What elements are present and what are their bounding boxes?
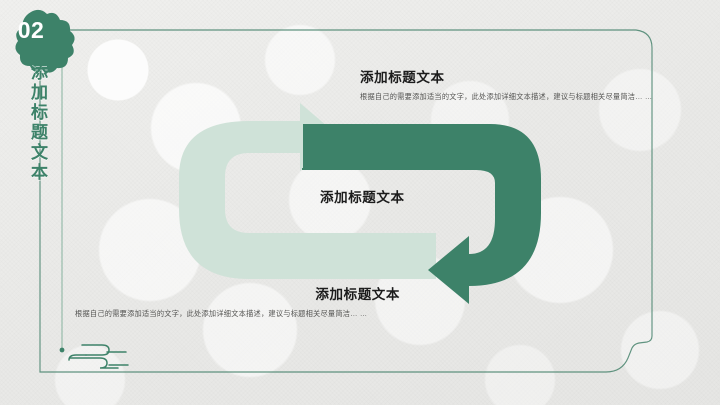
arrow-light-u-turn xyxy=(179,103,436,279)
badge-blob-shape xyxy=(15,9,75,73)
center-heading: 添加标题文本 xyxy=(320,190,405,205)
rule-dot-bottom xyxy=(59,347,65,353)
top-body: 根据自己的需要添加适当的文字，此处添加详细文本描述，建议与标题相关尽量简洁… … xyxy=(360,92,653,102)
serpentine-ornament xyxy=(68,344,129,369)
section-badge xyxy=(15,9,75,73)
arrow-dark-u-turn xyxy=(302,124,541,304)
text-block-bottom: 添加标题文本 根据自己的需要添加适当的文字，此处添加详细文本描述，建议与标题相关… xyxy=(75,287,460,320)
top-heading: 添加标题文本 xyxy=(360,70,445,85)
bottom-body: 根据自己的需要添加适当的文字，此处添加详细文本描述，建议与标题相关尽量简洁… … xyxy=(75,309,368,319)
side-vertical-title: 添加标题文本 xyxy=(28,63,47,183)
text-block-top: 添加标题文本 根据自己的需要添加适当的文字，此处添加详细文本描述，建议与标题相关… xyxy=(360,70,652,103)
bottom-heading: 添加标题文本 xyxy=(315,287,400,302)
